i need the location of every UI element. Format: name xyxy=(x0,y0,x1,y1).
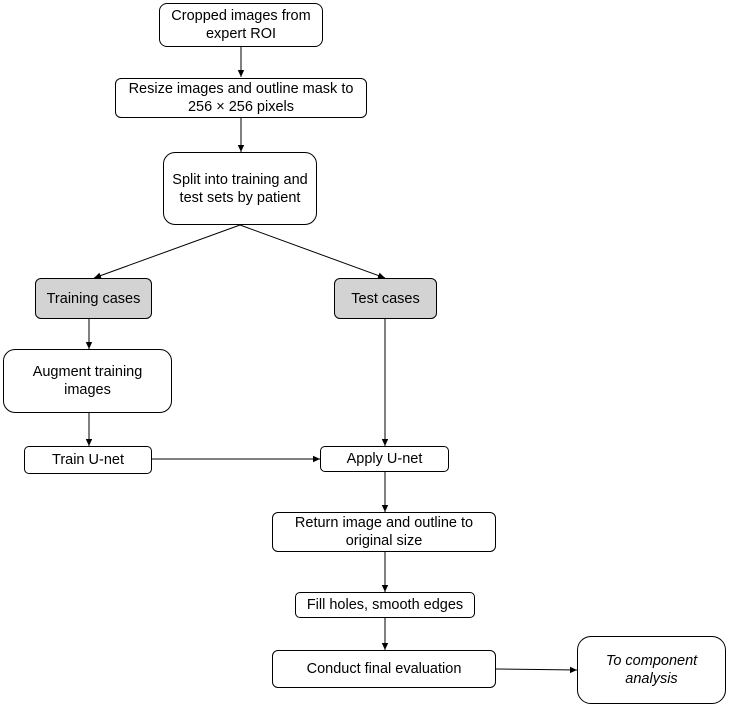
node-training-cases: Training cases xyxy=(35,278,152,319)
node-return-original-size: Return image and outline to original siz… xyxy=(272,512,496,552)
node-augment-images: Augment training images xyxy=(3,349,172,413)
node-train-unet: Train U-net xyxy=(24,446,152,474)
arrow-split-to-training xyxy=(93,224,241,279)
node-split-sets: Split into training and test sets by pat… xyxy=(163,152,317,225)
node-fill-holes: Fill holes, smooth edges xyxy=(295,592,475,618)
node-component-analysis: To component analysis xyxy=(577,636,726,704)
node-resize-images: Resize images and outline mask to 256 × … xyxy=(115,78,367,118)
arrow-final-to-component xyxy=(495,666,578,674)
node-final-evaluation: Conduct final evaluation xyxy=(272,650,496,688)
node-apply-unet: Apply U-net xyxy=(320,446,449,472)
node-cropped-images: Cropped images from expert ROI xyxy=(159,3,323,47)
node-test-cases: Test cases xyxy=(334,278,437,319)
arrow-split-to-test xyxy=(239,224,386,279)
